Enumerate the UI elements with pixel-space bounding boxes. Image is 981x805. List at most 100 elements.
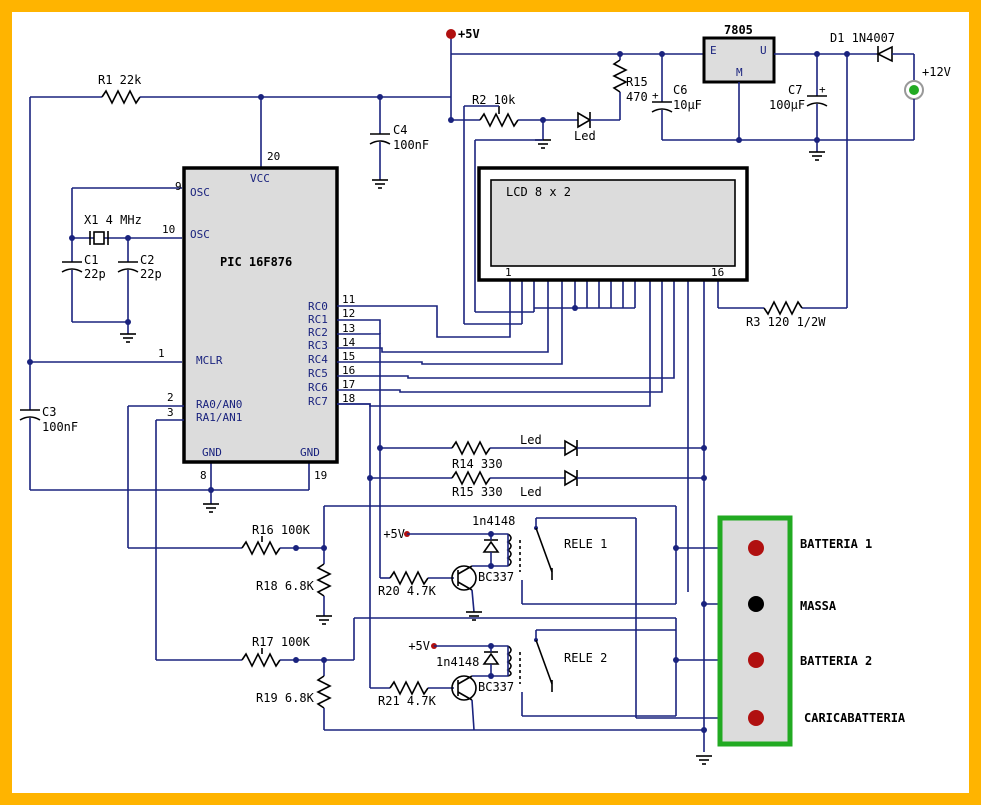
pin1: 1 — [158, 347, 165, 360]
resistor-r14 — [451, 440, 491, 456]
led2-label: Led — [520, 485, 542, 499]
pin17: 17 — [342, 378, 355, 391]
pin8: 8 — [200, 469, 207, 482]
plus12v-label: +12V — [922, 65, 951, 79]
led1-icon — [564, 439, 579, 457]
c1-label: C1 — [84, 253, 98, 267]
pic-rc4: RC4 — [308, 353, 328, 366]
pic-rc3: RC3 — [308, 339, 328, 352]
d1-label: D1 1N4007 — [830, 31, 895, 45]
resistor-r21 — [389, 680, 429, 696]
pic-rc1: RC1 — [308, 313, 328, 326]
d1n1-label: 1n4148 — [472, 514, 515, 528]
c6-value: 10µF — [673, 98, 702, 112]
svg-text:+: + — [652, 89, 659, 102]
pic-16f876-chip — [182, 166, 339, 464]
diode-1n4148-2 — [482, 652, 500, 665]
pin13: 13 — [342, 322, 355, 335]
rele2-label: RELE 2 — [564, 651, 607, 665]
r1-label: R1 22k — [98, 73, 142, 87]
c3-value: 100nF — [42, 420, 78, 434]
d1n2-label: 1n4148 — [436, 655, 479, 669]
pic-vcc: VCC — [250, 172, 270, 185]
pin14: 14 — [342, 336, 356, 349]
diode-1n4148-1 — [482, 540, 500, 553]
label-caricabatteria: CARICABATTERIA — [804, 711, 906, 725]
pic-mclr: MCLR — [196, 354, 223, 367]
circuit-schematic: +5V R1 22k C4 100nF 20 R2 10k Led R15 47… — [19, 23, 951, 765]
diode-d1-icon — [876, 45, 893, 63]
r3-label: R3 120 1/2W — [746, 315, 826, 329]
svg-text:+: + — [819, 83, 826, 96]
pic-gnd2: GND — [300, 446, 320, 459]
resistor-r15b — [451, 470, 491, 486]
r14-label: R14 330 — [452, 457, 503, 471]
plus12v-terminal — [909, 85, 919, 95]
c3-label: C3 — [42, 405, 56, 419]
led-top-icon — [577, 111, 592, 129]
label-massa: MASSA — [800, 599, 837, 613]
c4-label: C4 — [393, 123, 407, 137]
led-top-label: Led — [574, 129, 596, 143]
terminal-batteria1[interactable] — [748, 540, 764, 556]
c4-value: 100nF — [393, 138, 429, 152]
pin12: 12 — [342, 307, 355, 320]
c2-label: C2 — [140, 253, 154, 267]
r15-value: 470 — [626, 90, 648, 104]
c7-label: C7 — [788, 83, 802, 97]
resistor-r19 — [316, 675, 332, 709]
r19-label: R19 6.8K — [256, 691, 315, 705]
pic-osc1: OSC — [190, 186, 210, 199]
resistor-r3 — [763, 300, 803, 316]
pic-rc5: RC5 — [308, 367, 328, 380]
pic-rc0: RC0 — [308, 300, 328, 313]
pic-gnd1: GND — [202, 446, 222, 459]
transistor-q1-icon — [451, 565, 477, 591]
c7-value: 100µF — [769, 98, 805, 112]
pin3: 3 — [167, 406, 174, 419]
potentiometer-r2 — [479, 112, 519, 128]
pin9: 9 — [175, 180, 182, 193]
r17-label: R17 100K — [252, 635, 311, 649]
c6-label: C6 — [673, 83, 687, 97]
resistor-r18 — [316, 563, 332, 597]
x1-label: X1 4 MHz — [84, 213, 142, 227]
regulator-e: E — [710, 44, 717, 57]
terminal-massa[interactable] — [748, 596, 764, 612]
resistor-r15 — [612, 59, 628, 93]
lcd-pin1: 1 — [505, 266, 512, 279]
regulator-7805 — [702, 36, 776, 84]
pic-rc6: RC6 — [308, 381, 328, 394]
pin15: 15 — [342, 350, 355, 363]
pic-osc2: OSC — [190, 228, 210, 241]
plus5v-label: +5V — [458, 27, 480, 41]
terminal-caricabatteria[interactable] — [748, 710, 764, 726]
r21-label: R21 4.7K — [378, 694, 437, 708]
lcd-label: LCD 8 x 2 — [506, 185, 571, 199]
transistor-q2-icon — [451, 675, 477, 701]
pic-ra1: RA1/AN1 — [196, 411, 242, 424]
terminal-batteria2[interactable] — [748, 652, 764, 668]
bc2-label: BC337 — [478, 680, 514, 694]
lcd-pin16: 16 — [711, 266, 724, 279]
potentiometer-r16 — [241, 540, 281, 556]
pic-ra0: RA0/AN0 — [196, 398, 242, 411]
c1-value: 22p — [84, 267, 106, 281]
resistor-r20 — [389, 570, 429, 586]
pin20-label: 20 — [267, 150, 280, 163]
regulator-m: M — [736, 66, 743, 79]
resistor-r1 — [101, 89, 141, 105]
plus5v-terminal — [446, 29, 456, 39]
r15r-label: R15 330 — [452, 485, 503, 499]
pic-rc2: RC2 — [308, 326, 328, 339]
r18-label: R18 6.8K — [256, 579, 315, 593]
potentiometer-r17 — [241, 652, 281, 668]
label-batteria1: BATTERIA 1 — [800, 537, 872, 551]
r16-label: R16 100K — [252, 523, 311, 537]
led2-icon — [564, 469, 579, 487]
r2-label: R2 10k — [472, 93, 516, 107]
r15-label: R15 — [626, 75, 648, 89]
regulator-label: 7805 — [724, 23, 753, 37]
pic-rc7: RC7 — [308, 395, 328, 408]
pic-name: PIC 16F876 — [220, 255, 292, 269]
